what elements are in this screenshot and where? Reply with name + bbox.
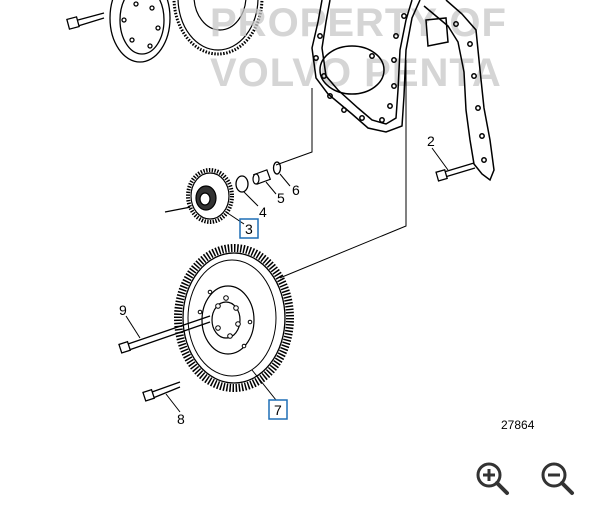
- leader-plate-to-flywheel: [269, 60, 407, 283]
- zoom-in-button[interactable]: [472, 458, 512, 498]
- leader-5: [265, 181, 277, 195]
- cover-plate: [311, 0, 495, 182]
- top-bolt: [66, 12, 105, 30]
- callout-7-box[interactable]: [268, 399, 288, 420]
- callout-9: 9: [119, 302, 127, 318]
- bolt-9: [118, 315, 211, 354]
- top-gear: [172, 0, 264, 56]
- bolt-2: [435, 162, 476, 182]
- callout-4: 4: [259, 204, 267, 220]
- flywheel: [174, 244, 294, 392]
- zoom-out-button[interactable]: [537, 458, 577, 498]
- zoom-in-icon: [476, 462, 509, 495]
- callout-7[interactable]: 7: [274, 402, 282, 418]
- watermark-line2: VOLVO PENTA: [210, 51, 502, 95]
- figure-number: 27864: [501, 418, 535, 432]
- leader-4: [243, 191, 259, 207]
- leader-9: [125, 315, 141, 339]
- leader-6: [279, 173, 291, 187]
- leader-3: [225, 211, 245, 225]
- bushing-5: [252, 169, 272, 185]
- callout-3-box[interactable]: [239, 218, 259, 239]
- leader-plate-to-idler: [275, 88, 313, 166]
- watermark-line1: PROPERTY OF: [210, 1, 507, 45]
- top-disc: [109, 0, 171, 63]
- zoom-out-icon: [541, 462, 574, 495]
- leader-2: [431, 147, 449, 171]
- callout-6: 6: [292, 182, 300, 198]
- callout-3[interactable]: 3: [245, 221, 253, 237]
- leader-8: [165, 393, 181, 413]
- idler-gear: [164, 168, 234, 224]
- callout-2: 2: [427, 133, 435, 149]
- callout-8: 8: [177, 411, 185, 427]
- bolt-8: [142, 381, 181, 402]
- ring-4: [235, 175, 249, 193]
- leader-7: [251, 369, 277, 401]
- washer-6: [272, 161, 282, 175]
- callout-5: 5: [277, 190, 285, 206]
